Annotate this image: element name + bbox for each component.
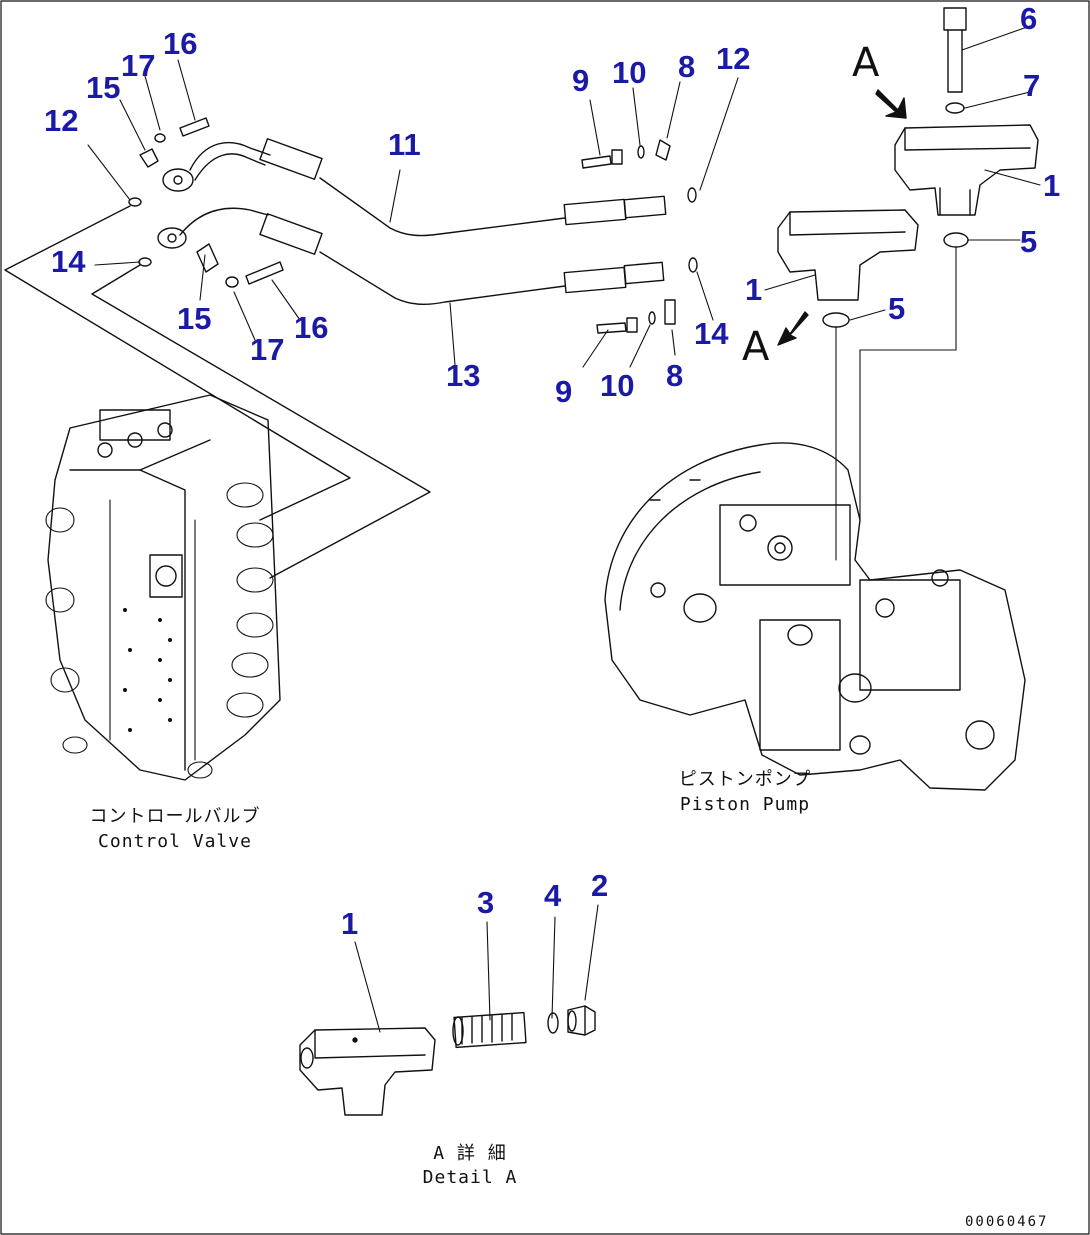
callout-1: 1 [745,272,763,307]
detail-a-caption-jp: A 詳 細 [433,1143,507,1164]
o-ring-5-lower [822,312,850,328]
detail-plug-2 [567,1005,596,1036]
callout-1: 1 [341,906,359,941]
piston-pump-caption-jp: ピストンポンプ [678,769,812,790]
piston-pump-caption-en: Piston Pump [679,794,811,815]
piston-pump-drawing [604,442,1026,791]
o-ring-14-left [138,257,152,267]
callout-14: 14 [694,316,729,351]
hose-routing-lines [4,205,431,579]
callout-4: 4 [544,878,562,913]
bolt-9-lower [596,299,676,334]
control-valve-caption-en: Control Valve [98,831,252,852]
bolt-6 [943,7,967,93]
callout-1: 1 [1043,168,1061,203]
callout-9: 9 [572,63,590,98]
hose-11 [189,138,667,237]
callout-9: 9 [555,374,573,409]
flange-lower-left [157,227,284,288]
control-valve-drawing [45,394,281,781]
control-valve-caption-jp: コントロールバルブ [89,806,261,827]
callout-3: 3 [477,885,495,920]
o-ring-12-right [687,187,697,203]
o-ring-14-right [688,257,698,273]
callout-15: 15 [177,301,212,336]
leader-lines [87,25,1041,1033]
o-ring-12-left [128,197,142,207]
callout-11: 11 [388,127,421,162]
callout-10: 10 [600,368,635,403]
hose-13 [179,207,665,306]
callout-12: 12 [716,41,751,76]
callout-16: 16 [294,310,329,345]
drawing-number: 00060467 [965,1214,1049,1230]
callout-10: 10 [612,55,647,90]
callout-17: 17 [121,48,156,83]
valve-block-lower [777,209,919,301]
o-ring-5-upper [943,232,969,248]
callout-17: 17 [250,332,285,367]
detail-a-caption-en: Detail A [422,1167,518,1188]
detail-spring-3 [452,1011,527,1049]
view-arrow-mid [777,311,809,346]
view-marker-a-mid: A [742,324,770,370]
callout-8: 8 [666,358,684,393]
detail-valve-block [299,1027,436,1116]
washer-7 [945,102,965,114]
view-marker-a-top: A [852,40,880,86]
callout-15: 15 [86,70,121,105]
valve-block-upper [894,124,1039,216]
callout-6: 6 [1020,1,1038,36]
detail-o-ring-4 [547,1012,559,1034]
callout-13: 13 [446,358,481,393]
callout-7: 7 [1023,68,1041,103]
callout-16: 16 [163,26,198,61]
callout-8: 8 [678,49,696,84]
view-arrow-top [875,89,907,119]
callout-5: 5 [1020,224,1038,259]
callout-2: 2 [591,868,609,903]
bolt-9-upper [581,139,671,169]
callout-14: 14 [51,244,86,279]
callout-5: 5 [888,291,906,326]
flange-upper-left [139,117,210,192]
callout-12: 12 [44,103,79,138]
